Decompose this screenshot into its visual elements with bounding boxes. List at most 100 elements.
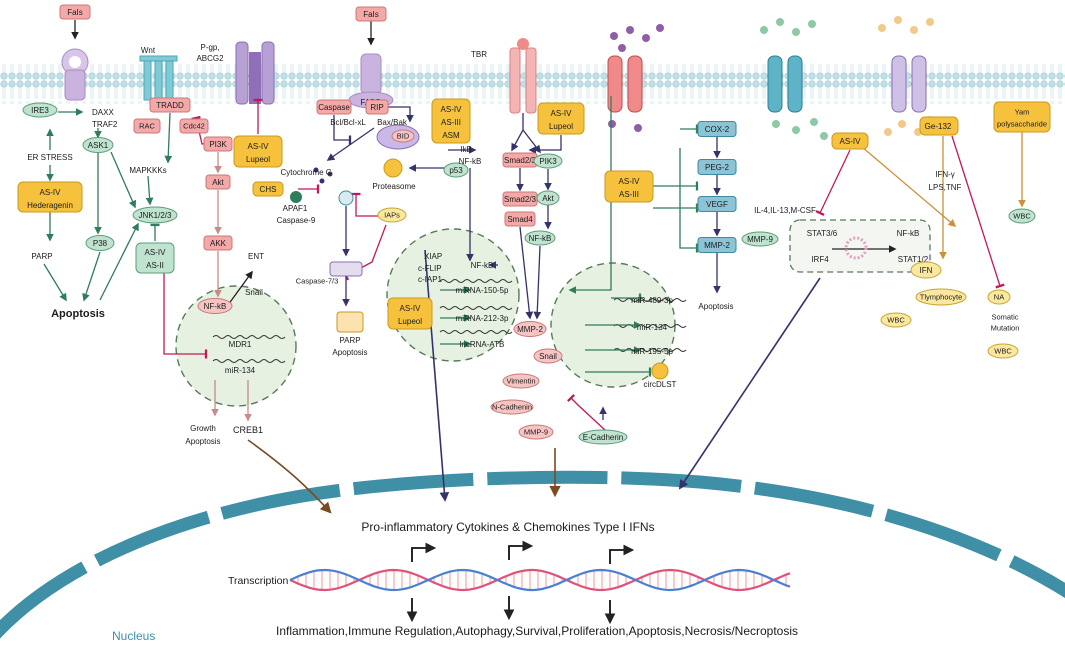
node-lnc: lncRNA-ATB <box>460 340 505 349</box>
label-akk: AKK <box>210 239 227 248</box>
connector-65 <box>951 135 1005 289</box>
label-nfkb2: NF-kB <box>459 157 482 166</box>
label-cytc: Cytochrome C <box>280 168 331 177</box>
node-vegf: VEGF <box>697 196 737 212</box>
node-asl2b: Lupeol <box>549 122 573 131</box>
node-tbr: TBR <box>471 50 487 59</box>
yam-box <box>993 101 1051 133</box>
label-ent: ENT <box>248 252 264 261</box>
cytochrome-c-dot <box>313 167 319 173</box>
label-snail1: Snail <box>245 288 263 297</box>
node-asm1: AS-IV <box>441 105 463 114</box>
label-stat36: STAT3/6 <box>807 229 838 238</box>
label-lnc: lncRNA-ATB <box>460 340 505 349</box>
label-er: ER STRESS <box>27 153 72 162</box>
label-traf2: TRAF2 <box>92 120 118 129</box>
node-creb: CREB1 <box>233 425 263 435</box>
ion-channel-purple-icon <box>891 55 927 113</box>
label-peg2: PEG-2 <box>705 163 730 172</box>
node-som2: Mutation <box>991 324 1020 333</box>
label-il: IL-4,IL-13,M-CSF <box>754 206 816 215</box>
rna-wave-0 <box>212 335 286 339</box>
node-yam2: polysaccharide <box>997 120 1047 129</box>
node-asivasii2: AS-II <box>146 261 164 270</box>
node-smad23a: Smad2/3 <box>502 152 538 168</box>
cytochrome-c-dot <box>319 178 325 184</box>
nucleus-label: Nucleus <box>112 629 155 643</box>
label-p53: p53 <box>449 166 463 175</box>
node-lps: LPS,TNF <box>929 183 962 192</box>
asm-box <box>431 98 471 144</box>
node-mir212: miRNA-212-3p <box>456 314 509 323</box>
connector-10 <box>164 112 173 164</box>
node-rac: RAC <box>133 118 161 134</box>
label-pik3: PIK3 <box>539 157 557 166</box>
asiii-box <box>604 170 654 203</box>
label-apop1: Apoptosis <box>51 308 105 320</box>
label-mir134b: miR-134 <box>637 323 668 332</box>
transcription-label: Transcription <box>228 575 288 587</box>
node-ncad: N-Cadhenin <box>490 399 534 415</box>
tss-arrow-0 <box>411 542 437 562</box>
label-asiii2: AS-III <box>619 190 639 199</box>
caspase-complex-icon <box>338 190 354 206</box>
label-ifn: IFN <box>920 266 933 275</box>
node-cdc: Cdc42 <box>179 118 209 134</box>
wnt-receptor-icon <box>139 55 178 101</box>
tbr-receptor-icon <box>509 38 537 114</box>
rna-wave-6 <box>613 324 687 328</box>
ge-box <box>919 116 959 136</box>
node-circ: circDLST <box>644 380 677 389</box>
node-asiv4: AS-IV <box>840 137 862 146</box>
pgp-transporter-icon <box>235 41 275 105</box>
label-akt2: Akt <box>542 194 554 203</box>
label-bid: BID <box>397 132 410 141</box>
node-p53: p53 <box>443 162 469 178</box>
nfkb-complex-icon <box>844 236 868 260</box>
connector-8 <box>110 151 137 209</box>
ion-channel-blue-icon <box>767 55 803 113</box>
node-wbc2: WBC <box>880 312 912 328</box>
node-daxx: DAXX <box>92 108 114 117</box>
node-tradd: TRADD <box>149 97 191 113</box>
label-nfkb4: NF-kB <box>471 261 494 270</box>
label-mmp9b: MMP-9 <box>747 235 773 244</box>
label-mir150: miRNA-150-5p <box>456 286 509 295</box>
label-smad4: Smad4 <box>507 215 533 224</box>
label-bcl: Bcl/Bcl-xL <box>330 118 366 127</box>
parp-icon <box>336 311 364 333</box>
label-nfkb3: NF-kB <box>529 234 552 243</box>
rna-wave-1 <box>212 359 286 363</box>
label-pgp2: ABCG2 <box>196 54 224 63</box>
label-growth1: Growth <box>190 424 216 433</box>
nucleus-title: Pro-inflammatory Cytokines & Chemokines … <box>361 520 654 534</box>
node-yam1: Yam <box>1015 108 1030 117</box>
connector-54 <box>679 148 699 253</box>
label-yam1: Yam <box>1015 108 1030 117</box>
apoptosome-icon <box>290 191 302 203</box>
node-mir489: miR-489-3p <box>631 296 673 305</box>
connector-62 <box>815 149 851 216</box>
label-ecad: E-Cadherin <box>583 433 623 442</box>
nucleus-circles <box>175 219 931 407</box>
label-yam2: polysaccharide <box>997 120 1047 129</box>
label-ncad: N-Cadhenin <box>492 403 532 412</box>
connector-41 <box>519 226 534 320</box>
label-xiap: XIAP <box>424 252 442 261</box>
label-mdr1: MDR1 <box>229 340 252 349</box>
node-casp9: Caspase-9 <box>277 216 316 225</box>
node-irf4: IRF4 <box>811 255 829 264</box>
dna-strand-b <box>289 568 791 592</box>
rna-wave-4 <box>439 330 513 334</box>
node-ent: ENT <box>248 252 264 261</box>
label-asm3: ASM <box>442 131 460 140</box>
circdlst-icon <box>651 362 669 380</box>
label-casp9: Caspase-9 <box>277 216 316 225</box>
node-growth1: Growth <box>190 424 216 433</box>
asl1-box <box>233 135 283 168</box>
node-parp2: PARP <box>339 336 360 345</box>
node-ifng: IFN-γ <box>935 170 955 179</box>
label-mir489: miR-489-3p <box>631 296 673 305</box>
rna-wave-3 <box>439 306 513 310</box>
label-ciap: c-IAP1 <box>418 275 443 284</box>
